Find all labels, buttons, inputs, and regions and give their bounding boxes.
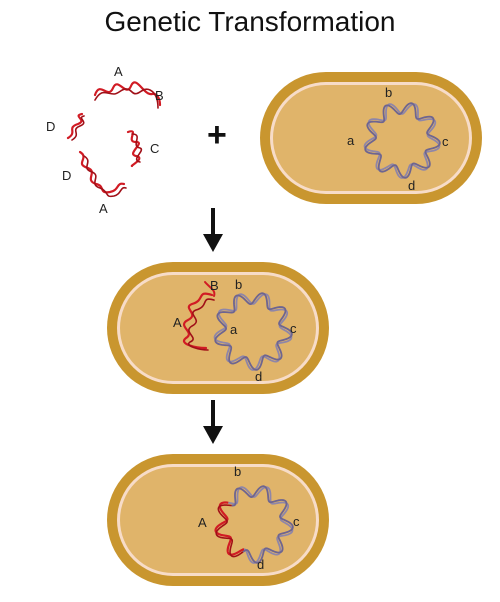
host-label-d-2: d <box>255 369 262 384</box>
host-label-c-3: c <box>293 514 300 529</box>
host-label-d-3: d <box>257 557 264 572</box>
host-chromosome-3 <box>214 485 294 564</box>
host-chromosome-2 <box>213 292 293 371</box>
fragment-label-a-bottom: A <box>99 201 108 216</box>
fragment-ab-top <box>93 81 162 109</box>
donor-label-a-2: A <box>173 315 182 330</box>
plus-symbol: + <box>207 116 227 154</box>
host-label-b-2: b <box>235 277 242 292</box>
fragment-d-left <box>66 112 85 141</box>
host-label-b-1: b <box>385 85 392 100</box>
host-label-c-1: c <box>442 134 449 149</box>
arrow-down-1 <box>203 208 223 252</box>
fragment-label-d-bottom: D <box>62 168 71 183</box>
bacterium-transformed <box>107 454 329 586</box>
fragment-label-d-top: D <box>46 119 55 134</box>
host-label-d-1: d <box>408 178 415 193</box>
bacterium-recipient <box>260 72 482 204</box>
arrow-down-2 <box>203 400 223 444</box>
fragment-label-b: B <box>155 88 164 103</box>
donor-dna-fragments <box>66 81 162 198</box>
fragment-c <box>126 130 143 168</box>
bacterium-integrating <box>107 262 329 394</box>
fragment-label-c: C <box>150 141 159 156</box>
fragment-label-a-top: A <box>114 64 123 79</box>
host-chromosome-1 <box>363 102 441 179</box>
host-label-a-1: a <box>347 133 355 148</box>
donor-dna-pairing <box>182 281 216 351</box>
host-label-c-2: c <box>290 321 297 336</box>
diagram-title: Genetic Transformation <box>104 6 396 37</box>
host-label-a-2: a <box>230 322 238 337</box>
fragment-da-bottom <box>78 150 127 198</box>
donor-label-a-3: A <box>198 515 207 530</box>
donor-label-b-2: B <box>210 278 219 293</box>
host-label-b-3: b <box>234 464 241 479</box>
